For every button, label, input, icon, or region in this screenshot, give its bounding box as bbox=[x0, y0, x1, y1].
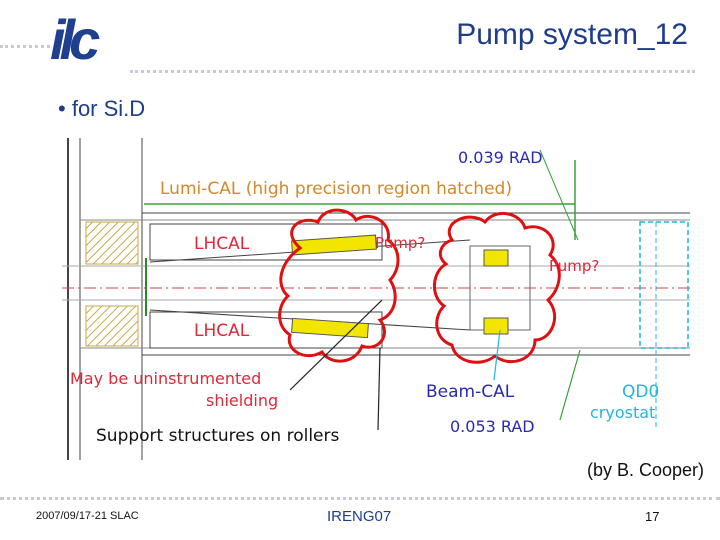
uninstrumented-label-1: May be uninstrumented bbox=[70, 369, 261, 388]
footer-event: IRENG07 bbox=[327, 508, 392, 525]
uninstrumented-label-2: shielding bbox=[206, 391, 278, 410]
qd0-label-1: QD0 bbox=[622, 382, 659, 402]
lhcal-bottom-box bbox=[149, 311, 383, 349]
lumi-cal-label: Lumi-CAL (high precision region hatched) bbox=[160, 179, 512, 199]
green-dimension-line bbox=[539, 149, 579, 241]
hatched-region-top bbox=[85, 221, 139, 265]
angle-bottom-leader bbox=[559, 349, 581, 421]
footer-date: 2007/09/17-21 SLAC bbox=[36, 510, 139, 522]
support-label: Support structures on rollers bbox=[96, 426, 340, 446]
angle-bottom-label: 0.053 RAD bbox=[450, 417, 535, 436]
bullet-item: • for Si.D bbox=[58, 96, 146, 121]
footer-dotted-rule bbox=[0, 497, 720, 500]
angle-top-label: 0.039 RAD bbox=[458, 148, 543, 167]
bullet-text: for Si.D bbox=[71, 96, 146, 121]
pump-label-2: Pump? bbox=[549, 257, 599, 275]
beam-cal-label: Beam-CAL bbox=[426, 382, 515, 402]
pump-cloud-left bbox=[278, 208, 400, 363]
top-left-dotted-rule bbox=[0, 45, 50, 48]
support-leader bbox=[377, 347, 381, 431]
qd0-box bbox=[639, 221, 689, 349]
lhcal-top-box bbox=[149, 223, 383, 261]
hatched-region-bottom bbox=[85, 305, 139, 347]
ilc-logo: ilc bbox=[50, 8, 100, 71]
pump-label-1: Pump? bbox=[375, 234, 425, 252]
lhcal-top-label: LHCAL bbox=[194, 234, 250, 254]
uninstrumented-leader bbox=[289, 299, 383, 391]
qd0-label-2: cryostat bbox=[590, 403, 655, 422]
pump-block-top-left bbox=[291, 234, 377, 256]
credit-text: (by B. Cooper) bbox=[586, 460, 704, 480]
pump-block-top-right bbox=[483, 249, 509, 267]
footer-page-number: 17 bbox=[645, 509, 660, 524]
beamcal-leader bbox=[493, 329, 501, 381]
slide-title: Pump system_12 bbox=[456, 18, 688, 51]
title-dotted-rule bbox=[130, 70, 695, 73]
lhcal-bottom-label: LHCAL bbox=[194, 321, 250, 341]
pump-block-bottom-right bbox=[483, 317, 509, 335]
pump-cloud-right bbox=[433, 212, 561, 364]
pump-block-bottom-left bbox=[291, 317, 369, 339]
